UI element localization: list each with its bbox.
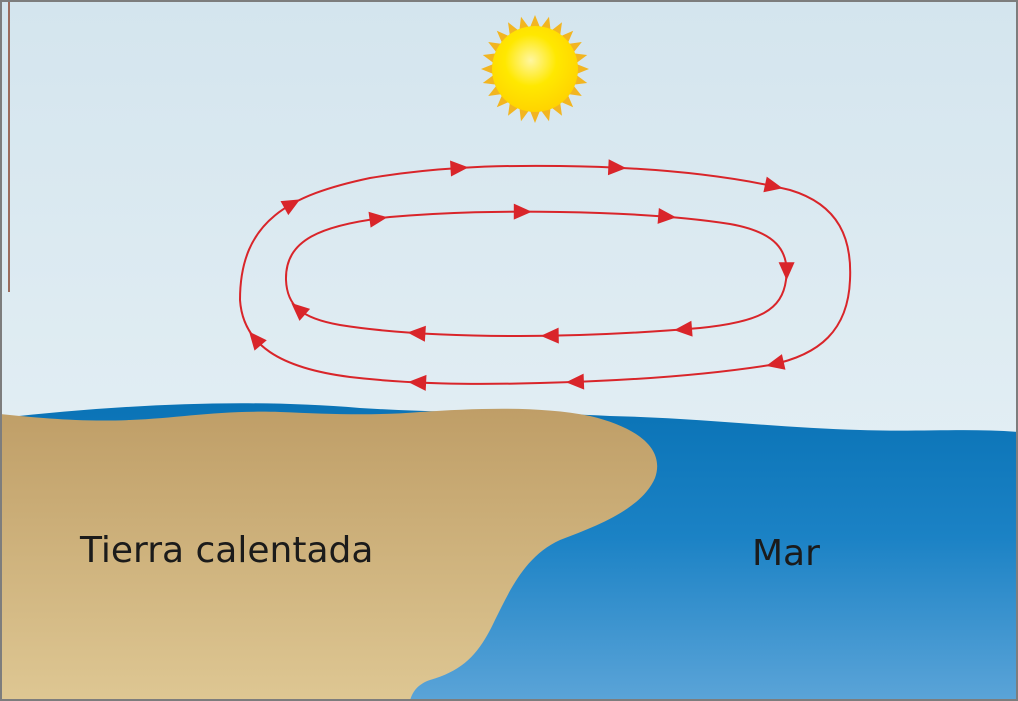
- outer-loop-arrowhead-icon-7: [408, 374, 427, 391]
- inner-loop-arrowhead-icon-1: [368, 211, 388, 228]
- land-label: Tierra calentada: [79, 530, 373, 571]
- inner-loop-arrowhead-icon-4: [778, 262, 795, 281]
- sea-label: Mar: [752, 533, 820, 574]
- inner-loop-arrowhead-icon-8: [291, 302, 311, 321]
- outer-loop-arrowhead-icon-5: [766, 354, 786, 370]
- outer-loop-arrowhead-icon-3: [607, 159, 627, 176]
- land: [0, 408, 658, 701]
- outer-loop-arrowhead-icon-6: [565, 373, 585, 390]
- outer-loop-arrowhead-icon-1: [280, 199, 301, 216]
- outer-loop-arrowhead-icon-4: [763, 176, 783, 193]
- inner-loop-arrowhead-icon-2: [513, 203, 532, 220]
- outer-loop-arrowhead-icon-2: [450, 160, 469, 177]
- sun-icon: [481, 15, 589, 123]
- inner-loop-arrowhead-icon-5: [674, 320, 693, 337]
- inner-loop-arrowhead-icon-7: [407, 325, 426, 342]
- outer-loop-arrowhead-icon-8: [249, 331, 267, 351]
- inner-loop-arrowhead-icon-6: [540, 327, 559, 344]
- inner-loop-arrowhead-icon-3: [657, 207, 677, 224]
